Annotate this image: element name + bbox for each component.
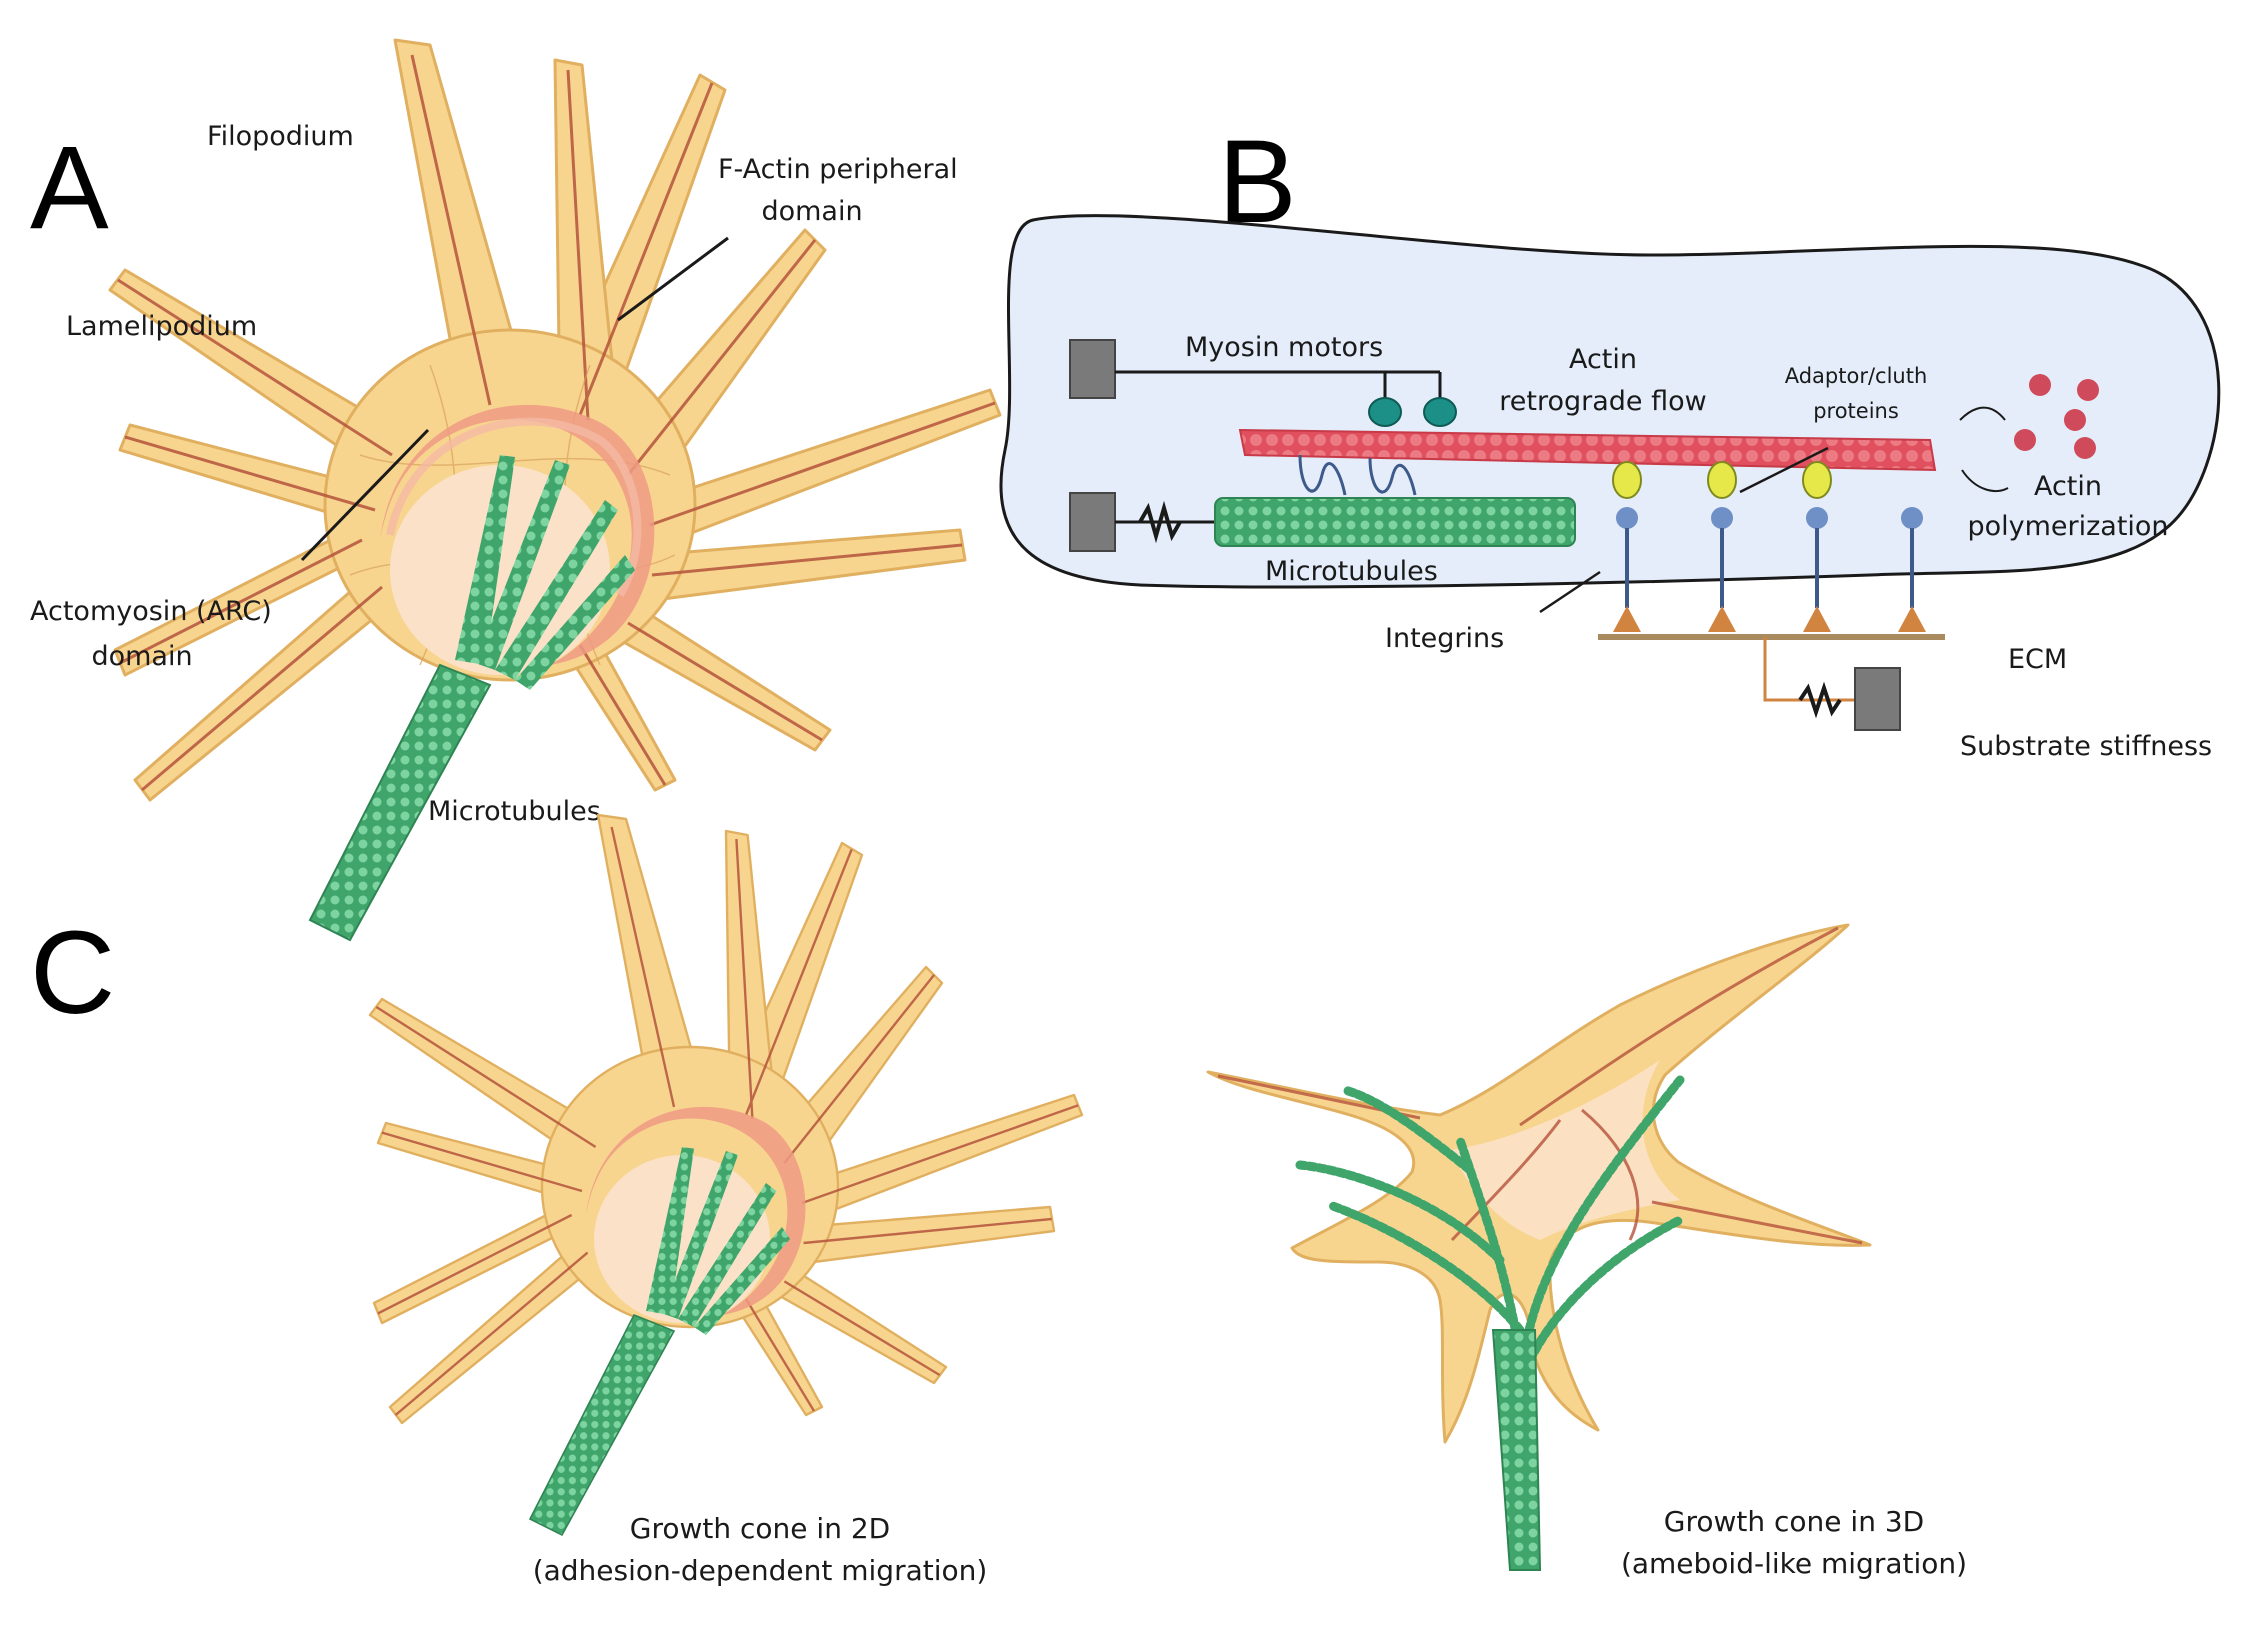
label-actomyosin-line1: Actomyosin (ARC) (30, 596, 272, 627)
substrate-spring-group (1763, 637, 1901, 731)
wall-block (1069, 492, 1116, 552)
label-integrins: Integrins (1385, 623, 1504, 654)
panel-c: C (30, 813, 1967, 1587)
leader-adaptor (1739, 446, 1829, 494)
caption-2d-line1: Growth cone in 2D (630, 1512, 890, 1545)
adaptor-protein (1802, 461, 1832, 499)
actin-filament (1238, 428, 1937, 472)
linker (1298, 454, 1347, 496)
recycle-arrow-bottom (1961, 469, 2009, 492)
label-lamelipodium: Lamelipodium (66, 311, 257, 342)
myosin-anchor-group (1069, 339, 1457, 427)
microtubule-branch (495, 500, 618, 680)
integrin-head (1806, 507, 1828, 529)
caption-3d-line2: (ameboid-like migration) (1621, 1547, 1967, 1580)
label-filopodium: Filopodium (207, 121, 354, 152)
cone-3d-central (1450, 1060, 1680, 1240)
microtubule-anchor-group (1069, 454, 1576, 552)
growth-cone-2d (368, 813, 1084, 1537)
label-adaptor-line2: proteins (1813, 399, 1899, 423)
myosin-head (1423, 397, 1457, 427)
caption-3d-line1: Growth cone in 3D (1664, 1505, 1924, 1538)
label-actin-line2: retrograde flow (1499, 386, 1706, 417)
label-myosin-motors: Myosin motors (1185, 332, 1383, 363)
microtubule-branch (515, 555, 635, 690)
integrin-head (1616, 507, 1638, 529)
integrin-complex (1802, 461, 1832, 632)
leader-factin (617, 236, 729, 322)
ecm-anchor (1708, 606, 1736, 632)
panel-c-letter: C (30, 907, 115, 1039)
integrin-head (1901, 507, 1923, 529)
growth-cone-3d (1206, 923, 1872, 1571)
label-microtubules-b: Microtubules (1265, 556, 1438, 587)
label-substrate-stiffness: Substrate stiffness (1960, 731, 2212, 762)
growth-cone-a (108, 38, 1002, 942)
microtubule-branch (455, 455, 515, 665)
wall-block (1854, 667, 1901, 731)
label-polymerization-line1: Actin (2034, 471, 2102, 502)
myosin-head (1368, 397, 1402, 427)
leader-actomyosin (300, 428, 430, 562)
panel-a: A (30, 38, 1002, 942)
central-domain (390, 465, 610, 675)
wall-block (1069, 339, 1116, 399)
caption-2d-line2: (adhesion-dependent migration) (533, 1554, 988, 1587)
label-actin-line1: Actin (1569, 344, 1637, 375)
microtubule-shaft (308, 663, 492, 942)
label-factin-line2: domain (761, 196, 862, 227)
spring (1798, 681, 1842, 719)
ecm-anchor (1803, 606, 1831, 632)
actin-bundles (117, 54, 996, 792)
adaptor-protein (1612, 461, 1642, 499)
integrin-head (1711, 507, 1733, 529)
ecm-anchor (1898, 606, 1926, 632)
adaptor-protein (1707, 461, 1737, 499)
integrin-complex (1898, 507, 1926, 632)
label-adaptor-line1: Adaptor/cluth (1785, 364, 1928, 388)
leader-integrins (1539, 570, 1601, 614)
actin-monomers (2014, 374, 2099, 459)
integrin-complex (1612, 461, 1642, 632)
microtubule-branch (475, 460, 570, 670)
microtubule-shaft-3d (1491, 1329, 1542, 1571)
label-ecm: ECM (2008, 644, 2067, 675)
spring (1138, 500, 1182, 544)
cell-outline (999, 214, 2221, 589)
panel-a-letter: A (30, 122, 109, 254)
integrin-complex (1707, 461, 1737, 632)
label-factin-line1: F-Actin peripheral (718, 154, 958, 185)
recycle-arrow-top (1959, 406, 2006, 421)
microtubule-b (1214, 497, 1576, 547)
microtubule-branches-3d (1295, 1075, 1685, 1365)
linker (1368, 457, 1417, 496)
label-polymerization-line2: polymerization (1967, 511, 2168, 542)
label-actomyosin-line2: domain (91, 641, 192, 672)
label-microtubules-a: Microtubules (428, 796, 601, 827)
panel-b: B (999, 116, 2221, 762)
ecm-anchor (1613, 606, 1641, 632)
